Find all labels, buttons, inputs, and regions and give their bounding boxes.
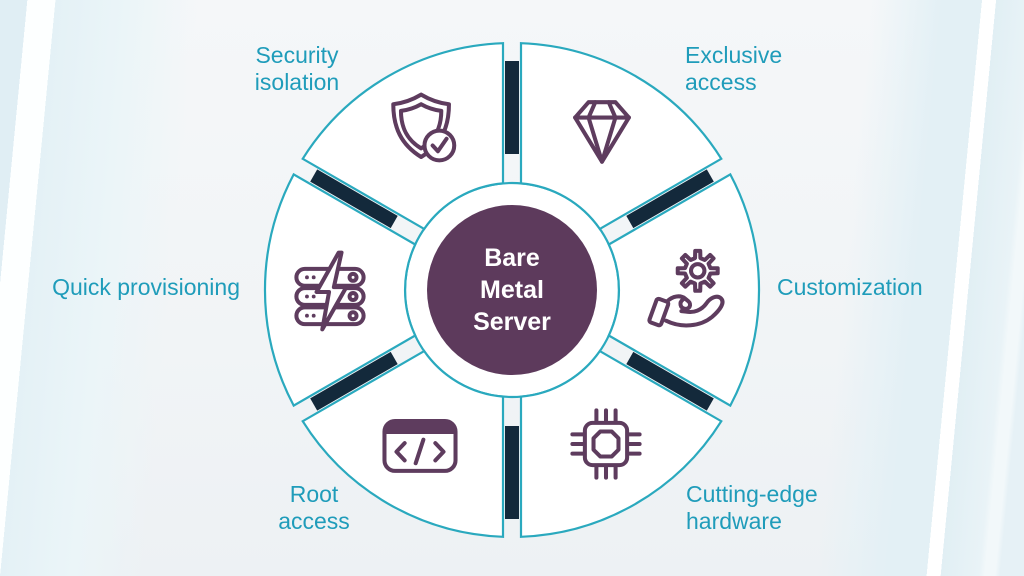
label-quick-provisioning: Quick provisioning — [18, 274, 240, 301]
code-window-icon — [382, 418, 458, 473]
cpu-chip-icon — [570, 408, 642, 480]
diamond-icon — [573, 100, 631, 164]
label-root-access: Root access — [224, 481, 404, 535]
label-line: Exclusive — [685, 42, 783, 68]
segment-divider — [626, 169, 714, 229]
center-label-line: Server — [473, 308, 551, 336]
segment-divider — [310, 351, 398, 411]
gear-hand-icon — [647, 248, 725, 328]
label-customization: Customization — [777, 274, 1007, 301]
label-line: Cutting-edge — [686, 481, 818, 507]
center-circle — [427, 205, 597, 375]
label-line: hardware — [686, 508, 782, 534]
label-line: access — [685, 69, 757, 95]
shield-check-icon — [391, 92, 457, 163]
center-label: Bare Metal Server — [432, 242, 592, 338]
label-line: Security — [255, 42, 339, 68]
segment-divider — [310, 169, 398, 229]
center-label-line: Bare — [484, 244, 540, 272]
label-line: Root — [289, 481, 339, 507]
label-line: isolation — [254, 69, 340, 95]
segment-divider — [626, 351, 714, 411]
segment-divider — [505, 426, 519, 519]
segment-security-isolation — [301, 42, 505, 231]
label-line: Customization — [777, 274, 923, 300]
label-line: access — [278, 508, 350, 534]
segment-divider — [505, 61, 519, 154]
server-lightning-icon — [294, 250, 366, 332]
label-cutting-edge-hardware: Cutting-edge hardware — [686, 481, 916, 535]
segment-customization — [607, 172, 761, 408]
label-security-isolation: Security isolation — [197, 42, 397, 96]
segment-exclusive-access — [519, 42, 723, 231]
label-exclusive-access: Exclusive access — [685, 42, 905, 96]
label-line: Quick provisioning — [52, 274, 240, 300]
center-label-line: Metal — [480, 276, 544, 304]
